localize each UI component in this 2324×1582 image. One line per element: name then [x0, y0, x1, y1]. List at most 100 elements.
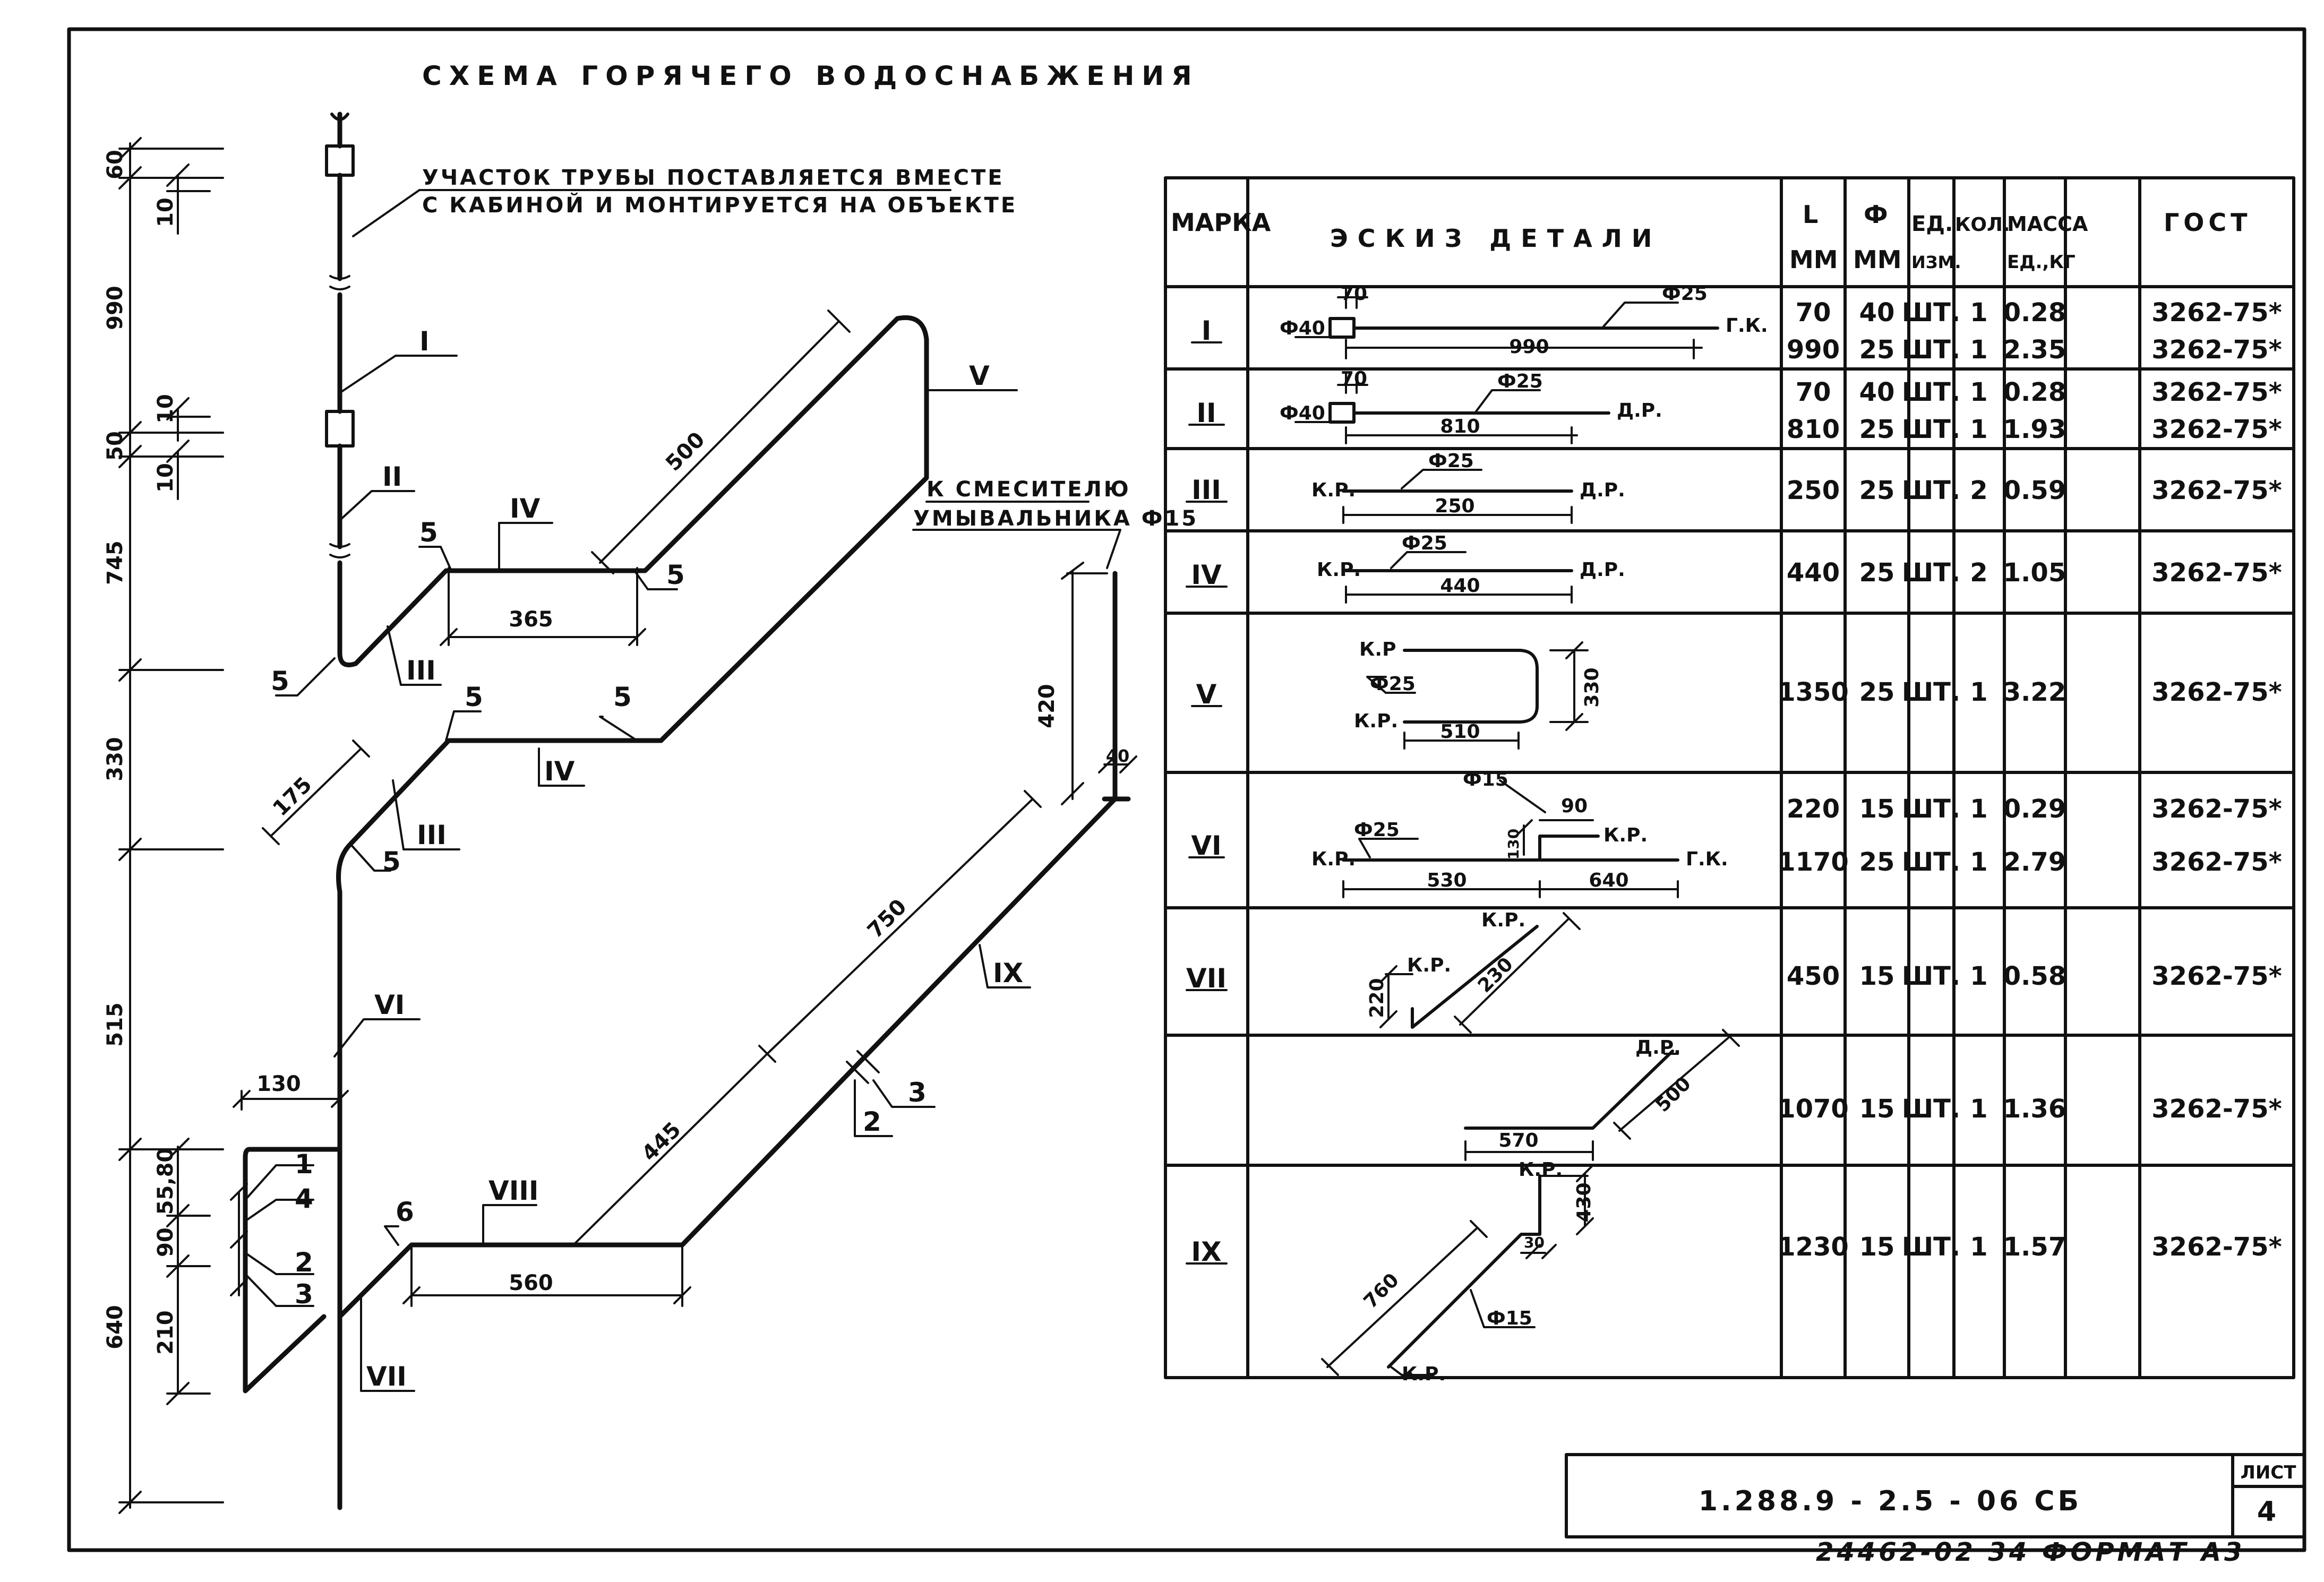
cell-qty: 1 — [1970, 847, 1987, 877]
header-l: L — [1803, 200, 1818, 229]
row-mark-II: II — [1196, 398, 1216, 428]
table-row-IV: 440 25 ШТ. 2 1.05 3262-75* — [1787, 558, 2282, 588]
scheme-pos-2: 2 — [295, 1247, 313, 1278]
cell-unit: ШТ. — [1902, 847, 1960, 877]
dim-330: 330 — [103, 737, 127, 781]
dim-750: 750 — [863, 895, 912, 943]
cell-phi: 15 — [1859, 961, 1895, 991]
scheme-mark-IX: IX — [993, 958, 1023, 988]
cell-l: 1350 — [1778, 677, 1849, 707]
sketch-V: К.Р Ф25 К.Р. 510 330 — [1354, 639, 1603, 750]
drawing-code: 1.288.9 - 2.5 - 06 СБ — [1699, 1485, 2082, 1517]
svg-text:Ф25: Ф25 — [1370, 673, 1416, 695]
svg-text:Д.Р.: Д.Р. — [1580, 559, 1625, 581]
riser-top-break — [330, 113, 349, 121]
svg-text:70: 70 — [1341, 368, 1367, 390]
cell-gost: 3262-75* — [2151, 1232, 2282, 1262]
branch-VIII-IX — [337, 571, 1118, 1319]
svg-text:Ф40: Ф40 — [1280, 317, 1325, 339]
cell-phi: 40 — [1859, 377, 1895, 407]
header-mass-unit: ЕД.,КГ — [2007, 252, 2076, 273]
svg-text:Ф25: Ф25 — [1428, 450, 1474, 472]
dim-515: 515 — [103, 1002, 127, 1047]
cell-mass: 1.05 — [2003, 558, 2066, 588]
cell-l: 990 — [1787, 335, 1840, 365]
note-leader — [352, 189, 951, 237]
scheme-mark-leaders — [244, 355, 1031, 1392]
cell-qty: 1 — [1970, 1094, 1987, 1124]
dim-445: 445 — [637, 1117, 686, 1166]
scheme-pos-5b: 5 — [419, 517, 438, 548]
svg-text:230: 230 — [1474, 953, 1517, 997]
svg-text:Г.К.: Г.К. — [1686, 848, 1728, 870]
row-mark-IX: IX — [1191, 1236, 1221, 1267]
cell-qty: 1 — [1970, 415, 1987, 444]
title-block: 1.288.9 - 2.5 - 06 СБ ЛИСТ 4 24462-02 34… — [1565, 1453, 2306, 1567]
cell-l: 250 — [1787, 476, 1840, 505]
svg-text:250: 250 — [1435, 495, 1474, 517]
scheme-pos-5d: 5 — [465, 682, 483, 712]
frame-border — [67, 27, 2306, 1552]
scheme-pos-1: 1 — [295, 1149, 313, 1180]
svg-text:Ф40: Ф40 — [1280, 402, 1325, 424]
header-l-unit: ММ — [1789, 245, 1838, 274]
cell-gost: 3262-75* — [2151, 847, 2282, 877]
dim-210: 210 — [153, 1310, 178, 1355]
scheme-dimension-lines — [230, 309, 1137, 1307]
dim-60: 60 — [103, 150, 127, 179]
header-phi: Ф — [1864, 200, 1888, 229]
cell-l: 1230 — [1778, 1232, 1849, 1262]
dim-90: 90 — [153, 1227, 178, 1257]
header-phi-unit: ММ — [1853, 245, 1902, 274]
cell-unit: ШТ. — [1902, 298, 1960, 328]
cell-gost: 3262-75* — [2151, 794, 2282, 824]
coupling-mid — [325, 410, 355, 448]
format-line: 24462-02 34 ФОРМАТ А3 — [1816, 1537, 2245, 1567]
svg-text:430: 430 — [1573, 1182, 1595, 1222]
svg-text:70: 70 — [1341, 283, 1367, 305]
vertical-dimension-chain — [118, 137, 224, 1514]
scheme-pos-5f: 5 — [382, 846, 401, 877]
svg-text:220: 220 — [1366, 978, 1388, 1018]
cell-mass: 1.36 — [2003, 1094, 2066, 1124]
cell-mass: 0.28 — [2003, 377, 2066, 407]
scheme-mark-IV-b: IV — [544, 756, 575, 787]
dim-640: 640 — [103, 1305, 127, 1349]
scheme-mark-III-a: III — [406, 655, 436, 686]
cell-mass: 0.28 — [2003, 298, 2066, 328]
header-mark: МАРКА — [1171, 208, 1271, 237]
header-sketch: ЭСКИЗ ДЕТАЛИ — [1330, 224, 1661, 253]
cell-l: 70 — [1796, 298, 1831, 328]
cell-phi: 25 — [1859, 847, 1895, 877]
svg-text:500: 500 — [1652, 1073, 1695, 1116]
cell-mass: 3.22 — [2003, 677, 2066, 707]
scheme-mark-III-b: III — [417, 820, 447, 850]
svg-text:90: 90 — [1561, 795, 1588, 817]
cell-l: 440 — [1787, 558, 1840, 588]
svg-text:К.Р.: К.Р. — [1603, 824, 1648, 846]
mixer-label-1: К СМЕСИТЕЛЮ — [927, 477, 1131, 502]
cell-unit: ШТ. — [1902, 415, 1960, 444]
scheme-mark-IV-a: IV — [510, 493, 541, 524]
scheme-pos-5e: 5 — [613, 682, 632, 712]
cell-qty: 1 — [1970, 298, 1987, 328]
table-row-VII: 450 15 ШТ. 1 0.58 3262-75* — [1787, 961, 2282, 991]
note-line-2: С КАБИНОЙ И МОНТИРУЕТСЯ НА ОБЪЕКТЕ — [422, 192, 1017, 218]
dim-560: 560 — [509, 1271, 553, 1295]
svg-text:Ф15: Ф15 — [1463, 769, 1508, 790]
sketch-I: 70 Ф25 Ф40 Г.К. 990 — [1280, 283, 1768, 359]
table-row-VIII: 1070 15 ШТ. 1 1.36 3262-75* — [1778, 1094, 2282, 1124]
dim-10-top: 10 — [153, 197, 178, 227]
cell-gost: 3262-75* — [2151, 961, 2282, 991]
scheme-pos-6: 6 — [396, 1197, 414, 1227]
coupling-top — [325, 144, 355, 177]
table-row-II: 70 40 ШТ. 1 0.28 3262-75* 810 25 ШТ. 1 1… — [1787, 377, 2282, 444]
dim-55-80: 55,80 — [153, 1148, 178, 1215]
header-unit-2: ИЗМ. — [1911, 252, 1961, 272]
row-mark-IV: IV — [1191, 560, 1222, 590]
cell-phi: 40 — [1859, 298, 1895, 328]
cell-phi: 25 — [1859, 476, 1895, 505]
svg-text:К.Р.: К.Р. — [1354, 710, 1398, 732]
cell-qty: 2 — [1970, 558, 1987, 588]
svg-text:К.Р.: К.Р. — [1402, 1363, 1446, 1385]
